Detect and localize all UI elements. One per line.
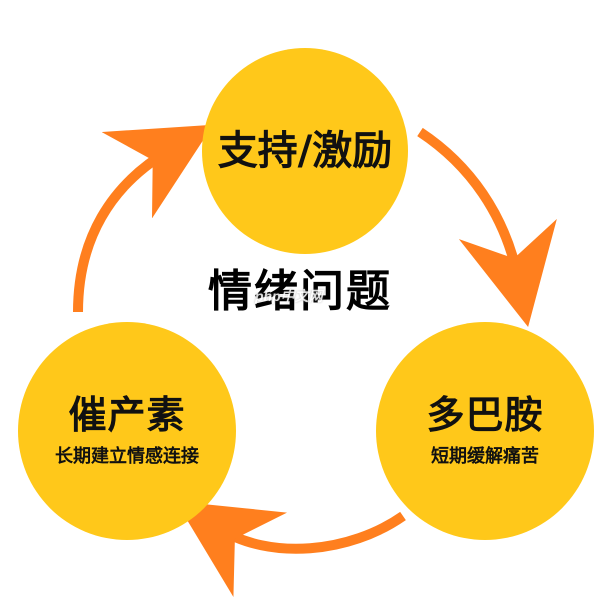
watermark: php中文网 xyxy=(255,288,323,304)
circle-left xyxy=(18,322,236,540)
node-oxytocin: 催产素 长期建立情感连接 xyxy=(18,322,236,540)
arrow-right-to-left-icon xyxy=(175,501,406,597)
node-right-subtitle: 短期缓解痛苦 xyxy=(431,446,539,467)
center-title: 情绪问题 xyxy=(208,266,392,317)
node-left-title: 催产素 xyxy=(68,393,186,438)
arrow-top-to-right-icon xyxy=(417,127,557,327)
circle-top xyxy=(202,48,408,254)
node-left-subtitle: 长期建立情感连接 xyxy=(55,446,199,467)
arrow-left-to-top-icon xyxy=(73,124,214,313)
circle-right xyxy=(376,322,594,540)
node-right-title: 多巴胺 xyxy=(426,393,544,438)
node-support-motivation: 支持/激励 xyxy=(202,48,408,254)
node-dopamine: 多巴胺 短期缓解痛苦 xyxy=(376,322,594,540)
node-top-title: 支持/激励 xyxy=(217,128,393,174)
